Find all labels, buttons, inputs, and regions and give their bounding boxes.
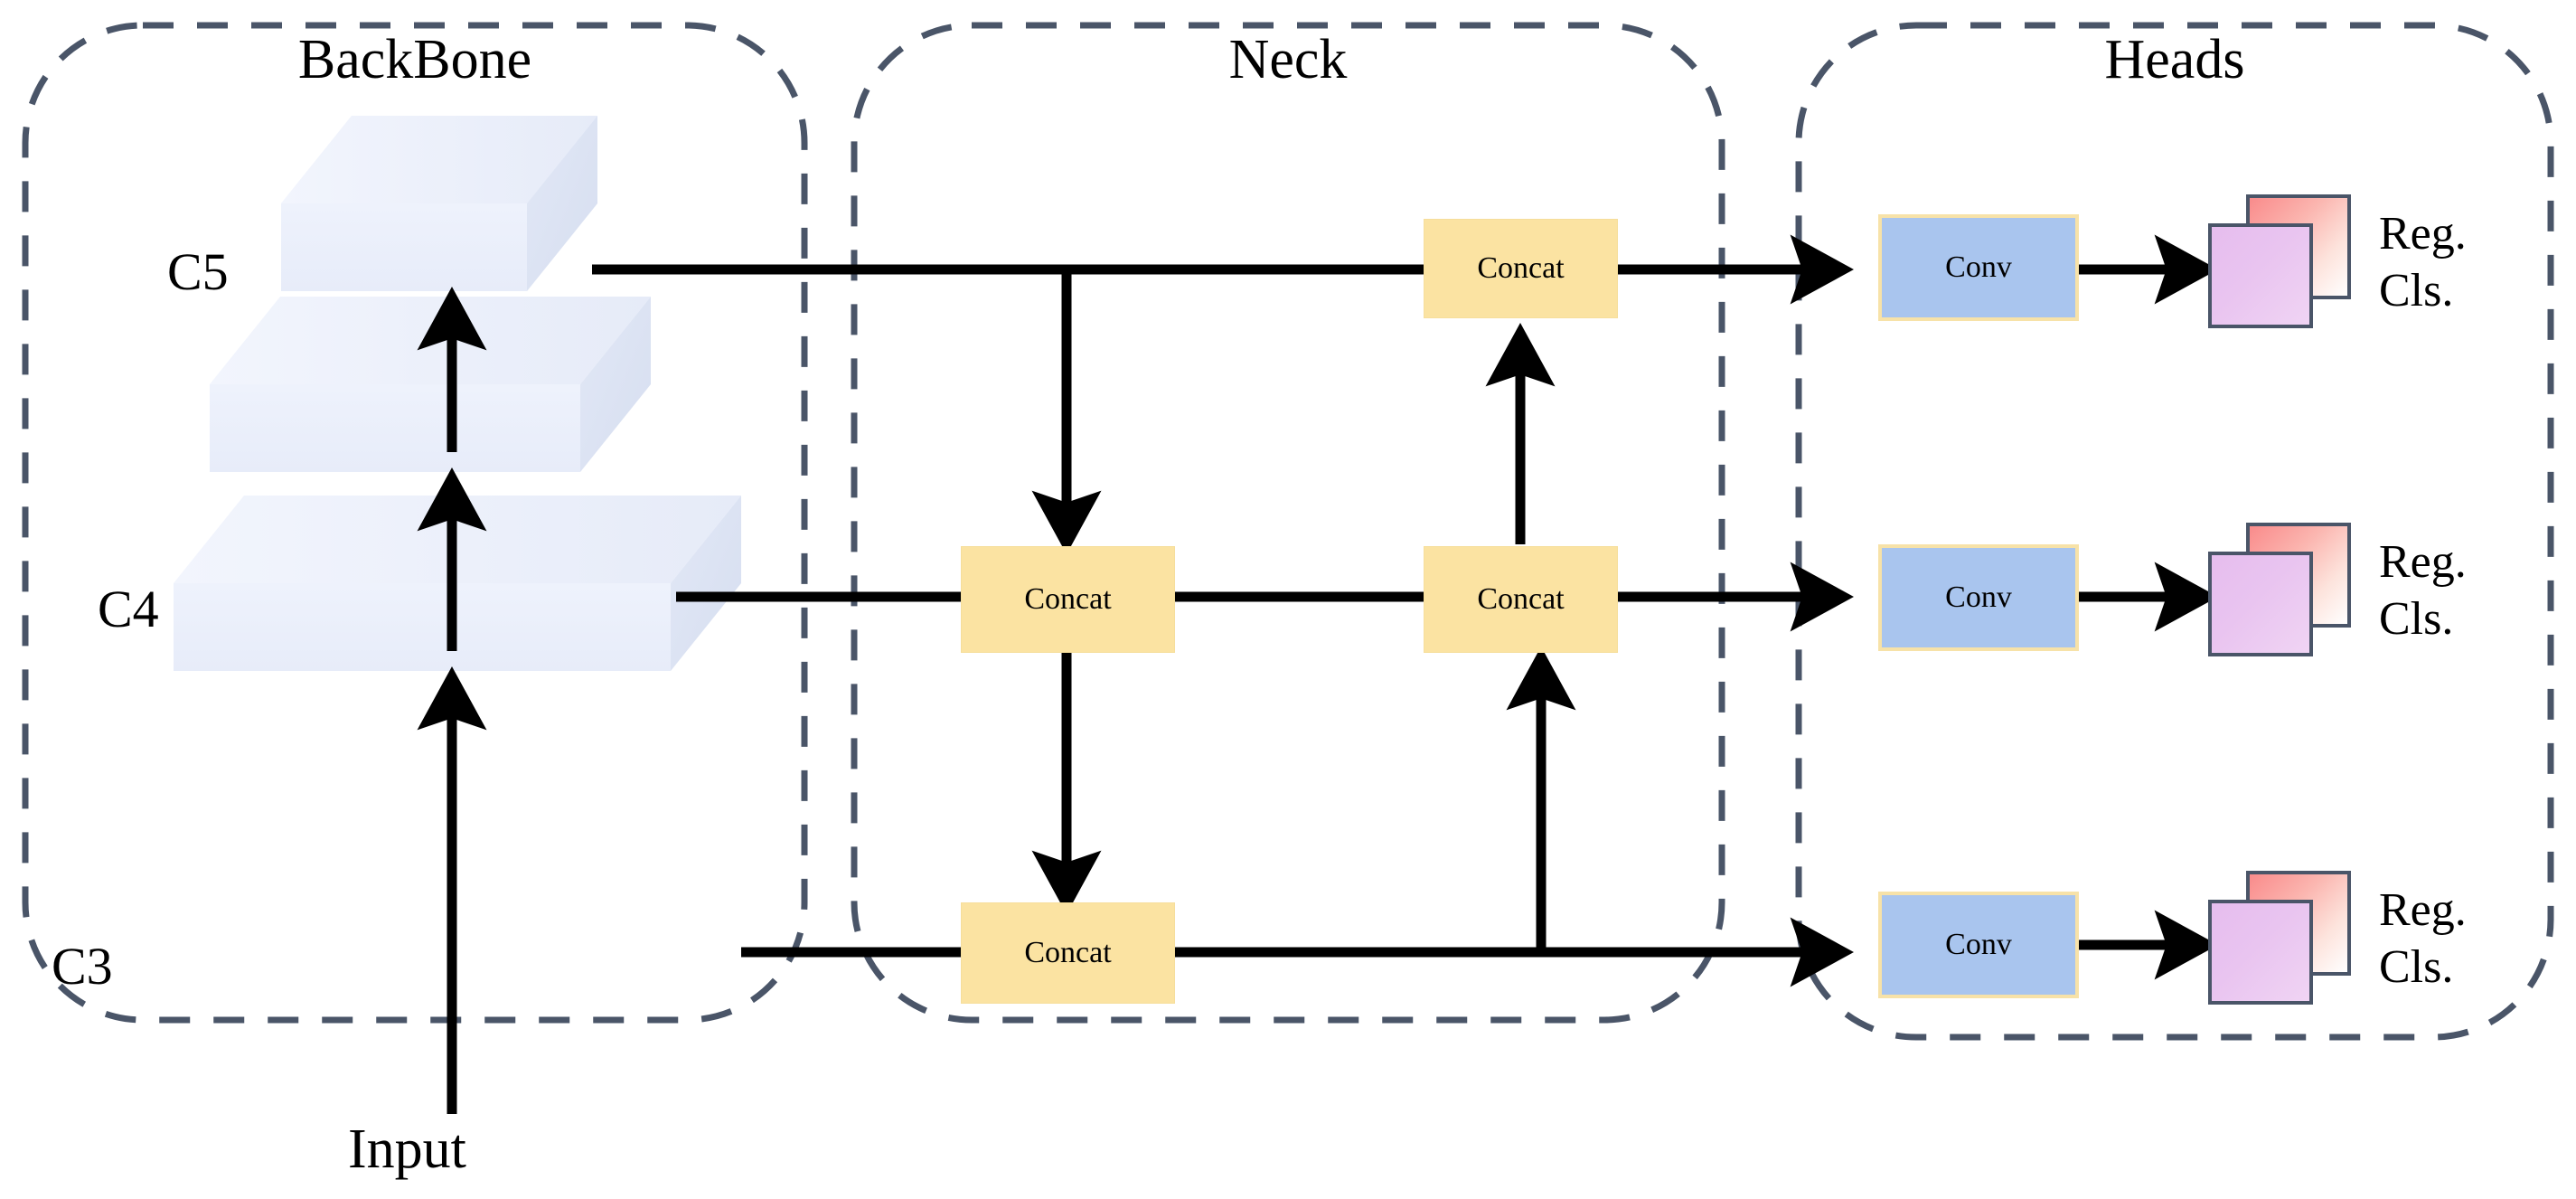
concat-block-mid-left[interactable]: Concat	[961, 546, 1175, 653]
concat-block-bottom-left[interactable]: Concat	[961, 902, 1175, 1004]
output-square-cls-c4	[2208, 552, 2313, 656]
feature-slab-c5	[281, 116, 597, 291]
head-output-cls-c3: Cls.	[2379, 941, 2454, 994]
conv-block-c5[interactable]: Conv	[1878, 214, 2079, 321]
neck-dashed-boundary	[851, 22, 1725, 1024]
backbone-dashed-boundary	[22, 22, 808, 1024]
head-output-reg-c3: Reg.	[2379, 884, 2467, 936]
group-title-heads: Heads	[2104, 29, 2245, 90]
head-output-label-c4: Reg. Cls.	[2379, 533, 2467, 648]
concat-block-top-right[interactable]: Concat	[1424, 219, 1618, 318]
heads-dashed-boundary	[1795, 22, 2554, 1041]
output-square-cls-c5	[2208, 223, 2313, 328]
head-output-c5	[2208, 194, 2425, 357]
head-output-c3	[2208, 871, 2425, 1034]
head-output-c4	[2208, 523, 2425, 685]
conv-block-c4[interactable]: Conv	[1878, 544, 2079, 651]
group-title-neck: Neck	[1228, 29, 1348, 90]
head-output-reg-c5: Reg.	[2379, 208, 2467, 260]
conv-block-c3[interactable]: Conv	[1878, 892, 2079, 998]
concat-block-mid-right[interactable]: Concat	[1424, 546, 1618, 653]
input-label: Input	[348, 1119, 466, 1180]
feature-label-c4: C4	[98, 580, 159, 638]
head-output-label-c5: Reg. Cls.	[2379, 205, 2467, 320]
group-title-backbone: BackBone	[297, 29, 532, 90]
head-output-cls-c5: Cls.	[2379, 265, 2454, 317]
head-output-cls-c4: Cls.	[2379, 593, 2454, 646]
output-square-cls-c3	[2208, 900, 2313, 1005]
head-output-reg-c4: Reg.	[2379, 536, 2467, 588]
feature-slab-c3	[174, 496, 741, 671]
feature-label-c3: C3	[52, 937, 113, 996]
feature-label-c5: C5	[167, 242, 229, 301]
head-output-label-c3: Reg. Cls.	[2379, 882, 2467, 996]
